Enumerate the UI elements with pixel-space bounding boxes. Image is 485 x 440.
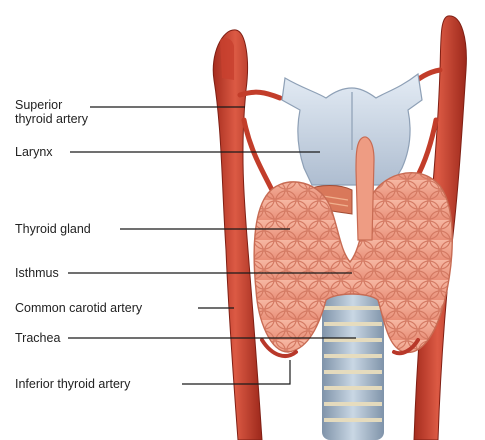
label-superior-thyroid-artery: Superior thyroid artery (15, 98, 88, 126)
label-common-carotid-artery: Common carotid artery (15, 301, 142, 315)
label-inferior-thyroid-artery: Inferior thyroid artery (15, 377, 130, 391)
label-trachea: Trachea (15, 331, 60, 345)
larynx-shape (282, 74, 422, 185)
label-superior-line1: Superior (15, 98, 62, 112)
label-thyroid-gland: Thyroid gland (15, 222, 91, 236)
label-superior-line2: thyroid artery (15, 112, 88, 126)
label-larynx: Larynx (15, 145, 53, 159)
trachea-shape (322, 275, 384, 440)
label-isthmus: Isthmus (15, 266, 59, 280)
